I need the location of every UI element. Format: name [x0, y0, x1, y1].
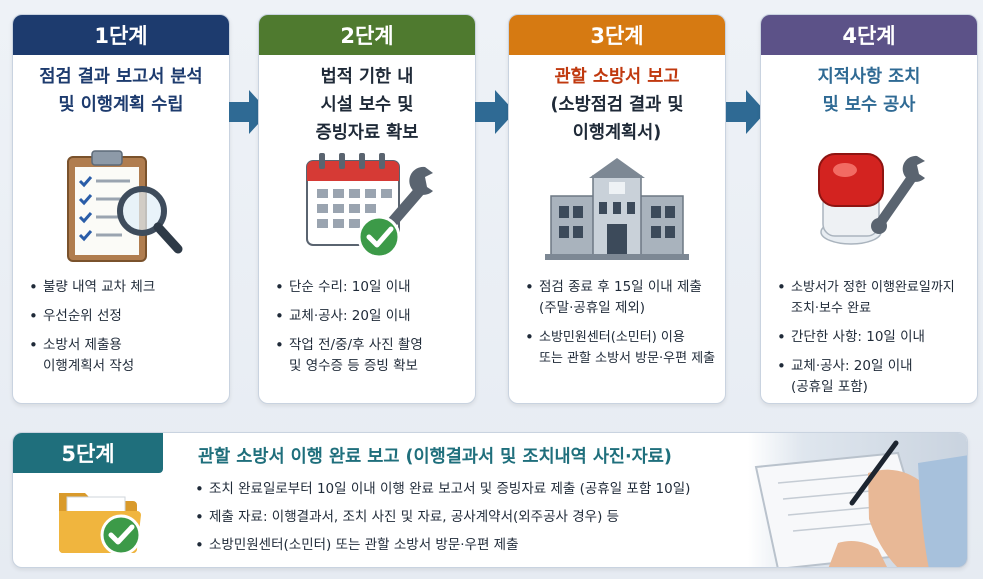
arrow-right-icon	[726, 90, 766, 134]
step-4-title-line: 및 보수 공사	[822, 95, 916, 115]
step-3-title: 관할 소방서 보고 (소방점검 결과 및 이행계획서)	[509, 63, 725, 147]
government-building-icon	[509, 147, 725, 267]
folder-check-icon	[55, 481, 147, 563]
list-item: 조치 완료일로부터 10일 이내 이행 완료 보고서 및 증빙자료 제출 (공휴…	[195, 479, 690, 500]
list-item: 작업 전/중/후 사진 촬영및 영수증 등 증빙 확보	[275, 335, 465, 377]
list-item: 불량 내역 교차 체크	[29, 277, 219, 298]
step-3-header: 3단계	[509, 15, 725, 55]
clipboard-magnifier-icon	[13, 147, 229, 267]
step-2-title-line: 법적 기한 내	[320, 67, 414, 87]
step-card-3: 3단계 관할 소방서 보고 (소방점검 결과 및 이행계획서) 점검 종료 후 …	[508, 14, 726, 404]
step-3-bullets: 점검 종료 후 15일 이내 제출(주말·공휴일 제외) 소방민원센터(소민터)…	[509, 277, 725, 369]
step-5-bullets: 조치 완료일로부터 10일 이내 이행 완료 보고서 및 증빙자료 제출 (공휴…	[195, 479, 690, 563]
step-1-title: 점검 결과 보고서 분석 및 이행계획 수립	[13, 63, 229, 147]
list-item: 소방민원센터(소민터) 또는 관할 소방서 방문·우편 제출	[195, 535, 690, 556]
step-4-title-line: 지적사항 조치	[817, 67, 921, 87]
list-item: 교체·공사: 20일 이내(공휴일 포함)	[777, 356, 967, 398]
step-4-header: 4단계	[761, 15, 977, 55]
list-item: 점검 종료 후 15일 이내 제출(주말·공휴일 제외)	[525, 277, 715, 319]
step-2-title-line: 증빙자료 확보	[315, 123, 419, 143]
list-item: 우선순위 선정	[29, 306, 219, 327]
step-card-5: 5단계 관할 소방서 이행 완료 보고 (이행결과서 및 조치내역 사진·자료)…	[12, 432, 968, 568]
arrow-right-icon	[475, 90, 515, 134]
list-item: 간단한 사항: 10일 이내	[777, 327, 967, 348]
fire-alarm-wrench-icon	[761, 147, 977, 267]
step-5-header: 5단계	[13, 433, 163, 473]
list-item: 제출 자료: 이행결과서, 조치 사진 및 자료, 공사계약서(외주공사 경우)…	[195, 507, 690, 528]
hand-writing-clipboard-image	[748, 433, 967, 567]
list-item: 교체·공사: 20일 이내	[275, 306, 465, 327]
step-1-header: 1단계	[13, 15, 229, 55]
step-4-title: 지적사항 조치 및 보수 공사	[761, 63, 977, 147]
list-item: 단순 수리: 10일 이내	[275, 277, 465, 298]
step-card-4: 4단계 지적사항 조치 및 보수 공사 소방서가 정한 이행완료일까지조치·보수…	[760, 14, 978, 404]
calendar-wrench-check-icon	[259, 147, 475, 267]
step-card-1: 1단계 점검 결과 보고서 분석 및 이행계획 수립 불	[12, 14, 230, 404]
step-card-2: 2단계 법적 기한 내 시설 보수 및 증빙자료 확보	[258, 14, 476, 404]
step-5-title: 관할 소방서 이행 완료 보고 (이행결과서 및 조치내역 사진·자료)	[198, 447, 672, 467]
step-3-title-line: (소방점검 결과 및	[550, 95, 684, 115]
step-1-title-line: 점검 결과 보고서 분석	[39, 67, 203, 87]
step-2-title: 법적 기한 내 시설 보수 및 증빙자료 확보	[259, 63, 475, 147]
step-2-header: 2단계	[259, 15, 475, 55]
step-2-bullets: 단순 수리: 10일 이내 교체·공사: 20일 이내 작업 전/중/후 사진 …	[259, 277, 475, 377]
step-2-title-line: 시설 보수 및	[320, 95, 414, 115]
step-1-title-line: 및 이행계획 수립	[58, 95, 184, 115]
step-3-title-line: 관할 소방서 보고	[554, 67, 680, 87]
step-3-title-line: 이행계획서)	[572, 123, 662, 143]
